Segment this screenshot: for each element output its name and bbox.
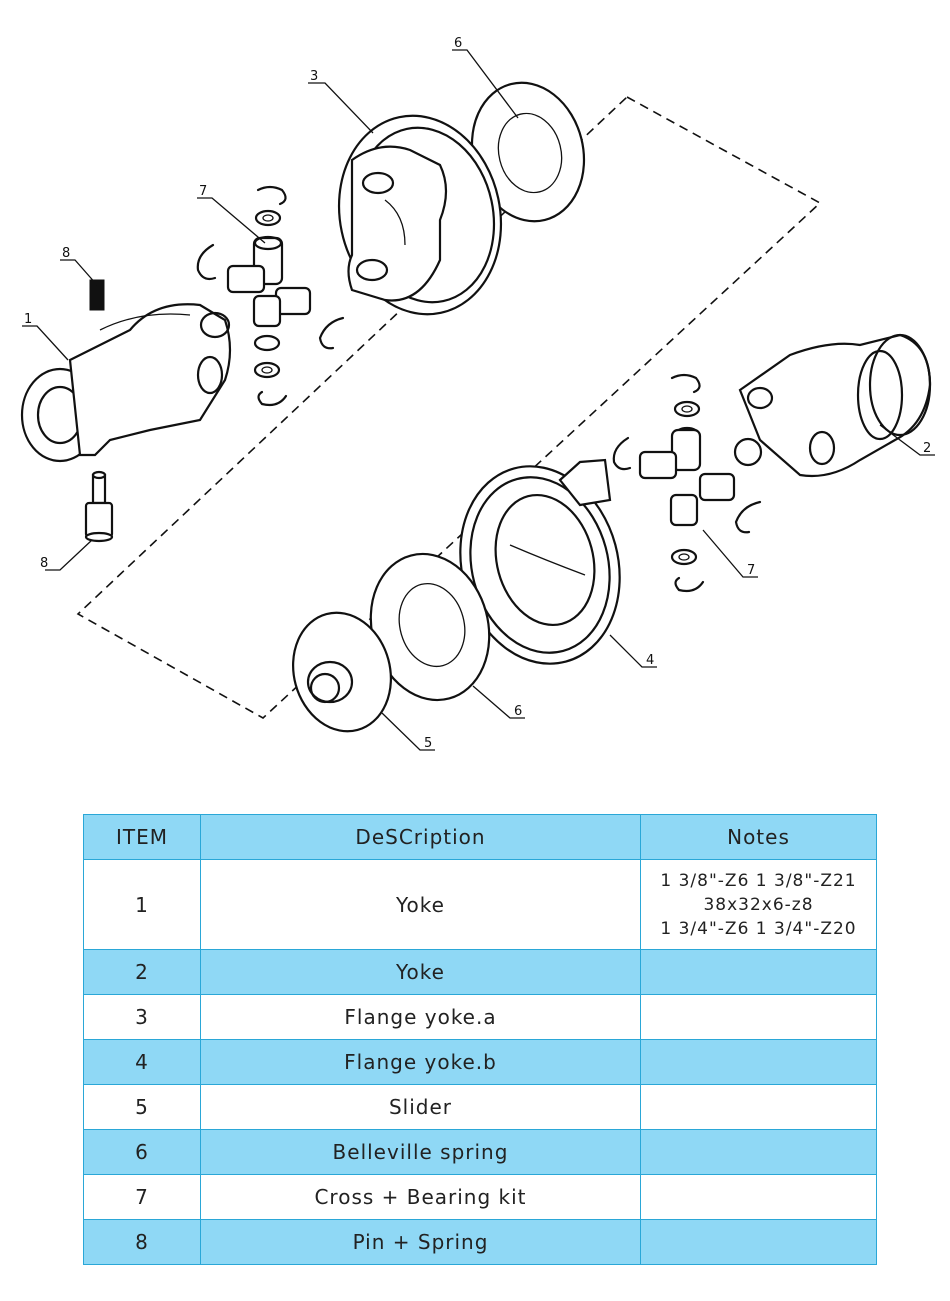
table-row: 6 Belleville spring — [83, 1129, 877, 1175]
callout-label: 8 — [40, 556, 48, 571]
cross-bearing-kit-lower — [612, 373, 762, 593]
description-cell: Yoke — [200, 859, 641, 950]
flange-yoke-a — [337, 114, 503, 316]
parts-table: ITEM DeSCription Notes 1 Yoke 1 3/8"-Z6 … — [83, 814, 877, 1265]
item-cell: 7 — [83, 1174, 201, 1220]
description-cell: Belleville spring — [200, 1129, 641, 1175]
table-row: 3 Flange yoke.a — [83, 994, 877, 1040]
header-notes: Notes — [640, 814, 877, 860]
leader-lines — [22, 49, 935, 751]
callout-label: 3 — [310, 69, 318, 84]
item-cell: 1 — [83, 859, 201, 950]
notes-cell — [640, 994, 877, 1040]
notes-cell — [640, 1129, 877, 1175]
description-cell: Slider — [200, 1084, 641, 1130]
table-row: 7 Cross + Bearing kit — [83, 1174, 877, 1220]
description-cell: Yoke — [200, 949, 641, 995]
callout-label: 6 — [454, 36, 462, 51]
assembly-boundary — [76, 96, 822, 719]
header-item: ITEM — [83, 814, 201, 860]
slider — [292, 611, 392, 733]
item-cell: 2 — [83, 949, 201, 995]
description-cell: Flange yoke.b — [200, 1039, 641, 1085]
notes-cell — [640, 949, 877, 995]
notes-cell — [640, 1174, 877, 1220]
notes-line: 1 3/4"-Z6 1 3/4"-Z20 — [660, 918, 857, 939]
callout-label: 7 — [199, 184, 207, 199]
table-row: 1 Yoke 1 3/8"-Z6 1 3/8"-Z21 38x32x6-z8 1… — [83, 859, 877, 950]
yoke-1 — [20, 303, 232, 463]
callout-label: 8 — [62, 246, 70, 261]
callout-label: 1 — [24, 312, 32, 327]
item-cell: 6 — [83, 1129, 201, 1175]
table-header-row: ITEM DeSCription Notes — [83, 814, 877, 860]
notes-cell — [640, 1084, 877, 1130]
item-cell: 3 — [83, 994, 201, 1040]
description-cell: Cross + Bearing kit — [200, 1174, 641, 1220]
callout-label: 5 — [424, 736, 432, 751]
notes-line: 1 3/8"-Z6 1 3/8"-Z21 — [660, 870, 857, 891]
header-description: DeSCription — [200, 814, 641, 860]
table-row: 4 Flange yoke.b — [83, 1039, 877, 1085]
callout-label: 2 — [923, 441, 931, 456]
table-row: 5 Slider — [83, 1084, 877, 1130]
cross-bearing-kit-upper — [196, 185, 345, 407]
callout-label: 4 — [646, 653, 654, 668]
table-row: 2 Yoke — [83, 949, 877, 995]
item-cell: 8 — [83, 1219, 201, 1265]
description-cell: Pin + Spring — [200, 1219, 641, 1265]
notes-cell — [640, 1219, 877, 1265]
notes-line: 38x32x6-z8 — [703, 894, 814, 915]
description-cell: Flange yoke.a — [200, 994, 641, 1040]
yoke-2 — [733, 333, 932, 478]
callout-label: 6 — [514, 704, 522, 719]
pin-part — [84, 470, 114, 543]
exploded-view-drawing: 1 2 3 4 5 6 6 7 7 8 8 — [20, 36, 935, 751]
notes-cell — [640, 1039, 877, 1085]
item-cell: 4 — [83, 1039, 201, 1085]
notes-cell: 1 3/8"-Z6 1 3/8"-Z21 38x32x6-z8 1 3/4"-Z… — [640, 859, 877, 950]
item-cell: 5 — [83, 1084, 201, 1130]
spring-part — [89, 279, 105, 311]
callout-label: 7 — [747, 563, 755, 578]
table-row: 8 Pin + Spring — [83, 1219, 877, 1265]
